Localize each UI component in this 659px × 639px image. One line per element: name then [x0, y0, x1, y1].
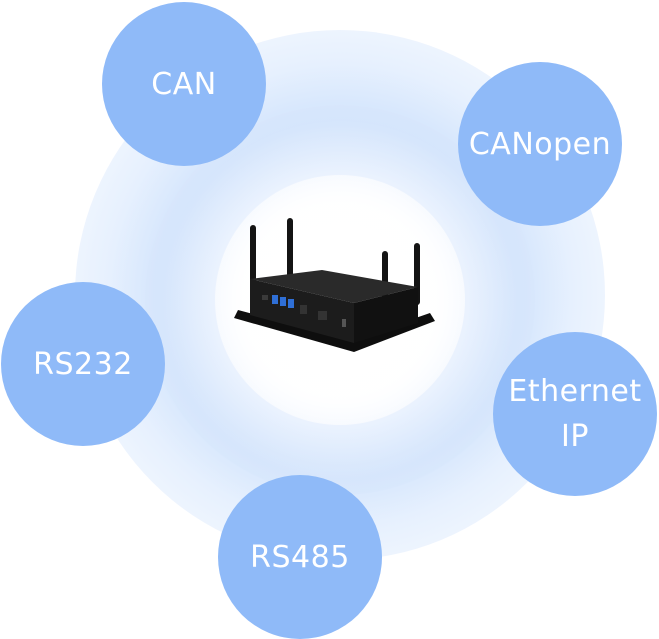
node-label: CAN — [151, 66, 217, 102]
protocol-node-canopen: CANopen — [458, 62, 622, 226]
protocol-node-rs485: RS485 — [218, 475, 382, 639]
node-label-line-1: Ethernet — [508, 374, 642, 409]
node-label: CANopen — [468, 126, 612, 162]
node-label: RS485 — [250, 539, 350, 575]
node-label-line-2: IP — [561, 419, 589, 454]
gateway-device-icon — [234, 218, 435, 352]
protocol-node-ethernet-ip: Ethernet IP — [493, 332, 657, 496]
protocol-node-rs232: RS232 — [1, 282, 165, 446]
protocol-node-can: CAN — [102, 2, 266, 166]
node-label: RS232 — [33, 346, 133, 382]
gateway-device-image — [230, 215, 440, 355]
